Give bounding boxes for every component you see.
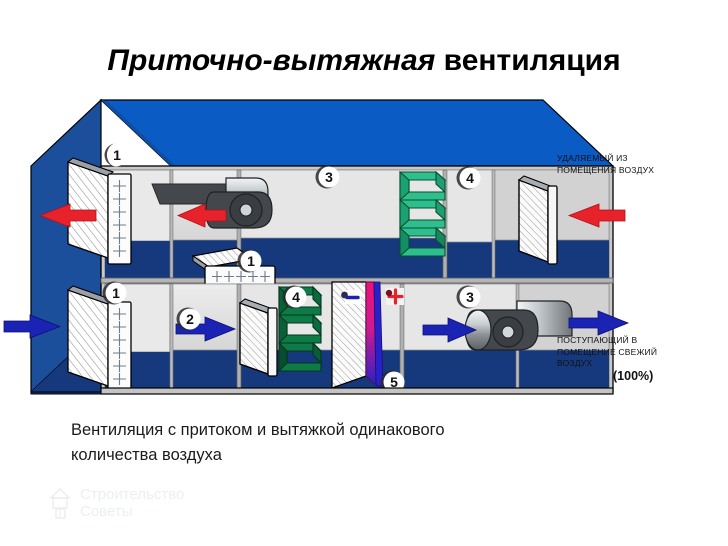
exhaust-recuperator — [399, 170, 447, 258]
callout-1-divider-filter: 1 — [237, 249, 262, 273]
svg-text:5: 5 — [390, 374, 398, 390]
supply-inner-grille — [238, 298, 278, 377]
house-icon — [49, 487, 71, 519]
diagram-caption-line2: количества воздуха — [71, 446, 222, 464]
callout-2-supply-chamber: 2 — [176, 307, 201, 331]
watermark: Строительство Советы — [47, 486, 184, 520]
exhaust-outlet-grille — [517, 175, 558, 265]
svg-text:1: 1 — [247, 253, 255, 269]
heater-polarity-symbols — [341, 288, 404, 305]
watermark-line2: Советы — [80, 503, 133, 520]
supply-air-label-line2: ПОМЕЩЕНИЕ СВЕЖИЙ — [557, 346, 658, 357]
exhaust-arrow-outside — [38, 203, 97, 228]
page-title: Приточно-вытяжная вентиляция — [0, 44, 728, 78]
exhaust-arrow-inner — [176, 203, 227, 228]
diagram-caption: Вентиляция с притоком и вытяжкой одинако… — [71, 418, 631, 468]
callout-3-exhaust-fan: 3 — [315, 165, 340, 189]
svg-text:4: 4 — [292, 289, 300, 305]
svg-text:3: 3 — [325, 169, 333, 185]
svg-text:1: 1 — [112, 285, 120, 301]
supply-air-label-line1: ПОСТУПАЮЩИЙ В — [557, 335, 638, 345]
callout-4-supply-recuperator: 4 — [282, 285, 307, 309]
callout-1-supply-filter: 1 — [102, 281, 127, 305]
supply-arrow-inner-1 — [175, 316, 237, 342]
exhaust-air-label: УДАЛЯЕМЫЙ ИЗ ПОМЕЩЕНИЯ ВОЗДУХ — [557, 153, 707, 176]
supply-arrow-room — [568, 310, 630, 336]
cabinet-base — [30, 387, 614, 395]
supply-air-label-line3: ВОЗДУХ — [557, 358, 593, 368]
supply-arrow-inner-2 — [422, 317, 478, 343]
ventilation-diagram-svg: 1 3 4 1 1 2 4 — [3, 98, 630, 395]
supply-percent-label: (100%) — [613, 369, 654, 383]
supply-fan — [464, 300, 573, 351]
watermark-line1: Строительство — [80, 486, 185, 503]
callout-3-supply-fan: 3 — [456, 285, 481, 309]
supply-arrow-outside — [3, 314, 62, 339]
diagram-caption-line1: Вентиляция с притоком и вытяжкой одинако… — [71, 421, 445, 439]
page-title-normal: вентиляция — [435, 44, 621, 77]
callout-4-exhaust-recuperator: 4 — [456, 166, 481, 190]
cabinet-top-face — [99, 99, 615, 167]
supply-filter-element — [66, 285, 132, 393]
svg-text:1: 1 — [113, 147, 121, 163]
supply-air-label: ПОСТУПАЮЩИЙ В ПОМЕЩЕНИЕ СВЕЖИЙ ВОЗДУХ — [557, 335, 707, 370]
supply-heater — [331, 281, 384, 389]
callout-1-exhaust-filter: 1 — [104, 143, 128, 167]
svg-text:2: 2 — [186, 311, 194, 327]
watermark-text: Строительство Советы — [80, 486, 184, 520]
svg-text:4: 4 — [466, 170, 474, 186]
exhaust-air-label-line2: ПОМЕЩЕНИЯ ВОЗДУХ — [557, 164, 655, 175]
exhaust-arrow-room — [567, 203, 626, 228]
page-title-italic: Приточно-вытяжная — [107, 44, 436, 77]
exhaust-fan — [151, 177, 273, 229]
ventilation-diagram: 1 3 4 1 1 2 4 — [0, 96, 728, 416]
svg-text:3: 3 — [466, 289, 474, 305]
exhaust-air-label-line1: УДАЛЯЕМЫЙ ИЗ — [557, 153, 628, 163]
